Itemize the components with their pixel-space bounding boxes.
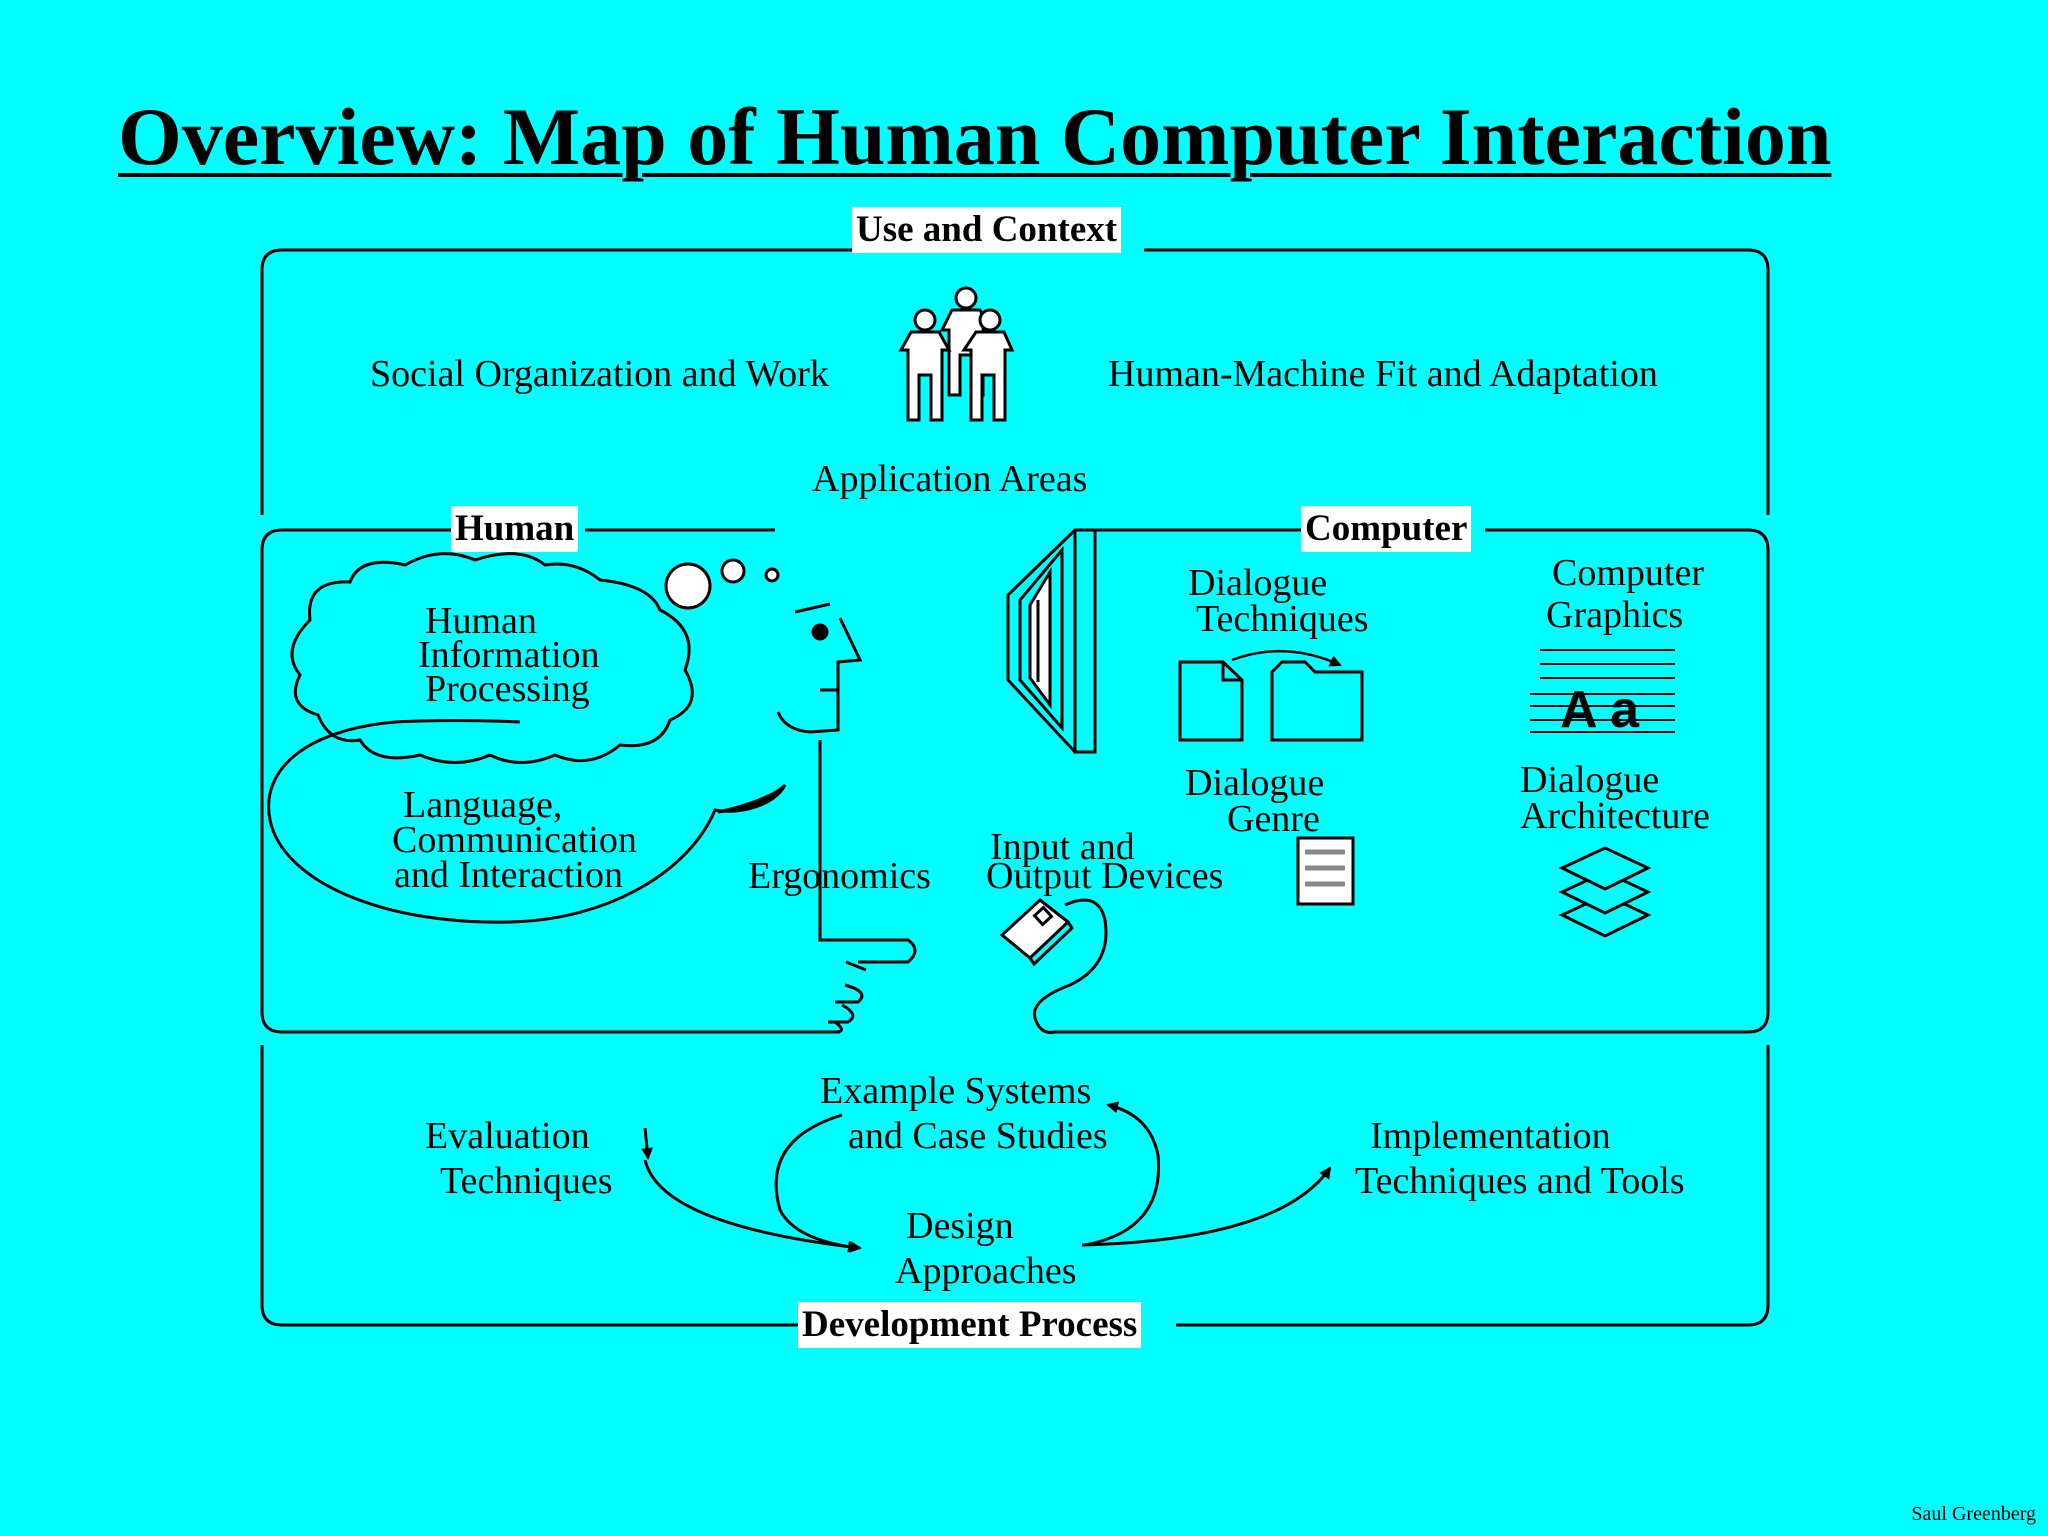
dialogue-techniques-line-1: Dialogue [1188, 562, 1328, 604]
arrow-examples-design [774, 1113, 860, 1253]
human-label: Human [451, 506, 579, 552]
language-line-2: Communication [392, 819, 637, 861]
text-lines-icon [1530, 649, 1675, 733]
language-line-1: Language, [403, 784, 563, 826]
arrow-evaluation-design [643, 1159, 862, 1253]
mouse-icon [999, 898, 1074, 967]
thought-bubbles-icon [664, 558, 780, 610]
info-processing-line-1: Human [425, 600, 537, 642]
people-icon [898, 286, 1015, 422]
computer-graphics-line-1: Computer [1552, 552, 1704, 594]
development-frame [260, 1045, 1770, 1327]
dialogue-architecture-line-1: Dialogue [1520, 759, 1660, 801]
dialogue-techniques-line-2: Techniques [1196, 598, 1369, 640]
speech-bubble-icon [267, 719, 787, 924]
dialogue-genre-line-1: Dialogue [1185, 762, 1325, 804]
thought-cloud-icon [290, 552, 694, 764]
application-areas-text: Application Areas [812, 458, 1088, 500]
folder-icon [1270, 660, 1364, 742]
implementation-line-1: Implementation [1370, 1115, 1611, 1157]
info-processing-line-3: Processing [425, 668, 590, 710]
info-processing-line-2: Information [418, 634, 600, 676]
graphics-glyph: A a [1560, 681, 1639, 739]
io-devices-line-2: Output Devices [986, 855, 1224, 897]
use-context-label: Use and Context [852, 207, 1122, 253]
language-line-3: and Interaction [394, 854, 623, 896]
use-context-frame [260, 248, 1770, 515]
computer-frame [1055, 528, 1770, 1034]
computer-label: Computer [1301, 506, 1472, 552]
computer-graphics-line-2: Graphics [1546, 594, 1684, 636]
human-frame [260, 528, 840, 1034]
arrow-to-evaluation [641, 1127, 653, 1160]
evaluation-line-2: Techniques [440, 1160, 613, 1202]
hand-icon [828, 960, 867, 1034]
dialogue-architecture-line-2: Architecture [1520, 795, 1710, 837]
arrow-design-examples [1084, 1101, 1161, 1247]
ergonomics-text: Ergonomics [748, 855, 931, 897]
examples-line-1: Example Systems [820, 1070, 1092, 1112]
design-line-1: Design [906, 1205, 1014, 1247]
development-label: Development Process [798, 1302, 1142, 1348]
credit-text: Saul Greenberg [1911, 1503, 2036, 1525]
human-machine-fit-text: Human-Machine Fit and Adaptation [1108, 353, 1658, 395]
mouse-cable [1032, 898, 1108, 1034]
arrow-design-implementation [1081, 1166, 1332, 1247]
document-icon [1178, 660, 1244, 742]
evaluation-line-1: Evaluation [425, 1115, 590, 1157]
page-title: Overview: Map of Human Computer Interact… [118, 91, 1832, 182]
dialogue-genre-line-2: Genre [1227, 798, 1320, 840]
implementation-line-2: Techniques and Tools [1355, 1160, 1685, 1202]
social-organization-text: Social Organization and Work [370, 353, 829, 395]
genre-document-icon [1296, 836, 1355, 906]
technique-arrow [1231, 649, 1342, 667]
head-profile-icon [776, 602, 917, 964]
examples-line-2: and Case Studies [848, 1115, 1108, 1157]
io-devices-line-1: Input and [990, 826, 1135, 868]
layers-icon [1558, 846, 1652, 938]
monitor-icon [1006, 528, 1097, 754]
design-line-2: Approaches [895, 1250, 1077, 1292]
